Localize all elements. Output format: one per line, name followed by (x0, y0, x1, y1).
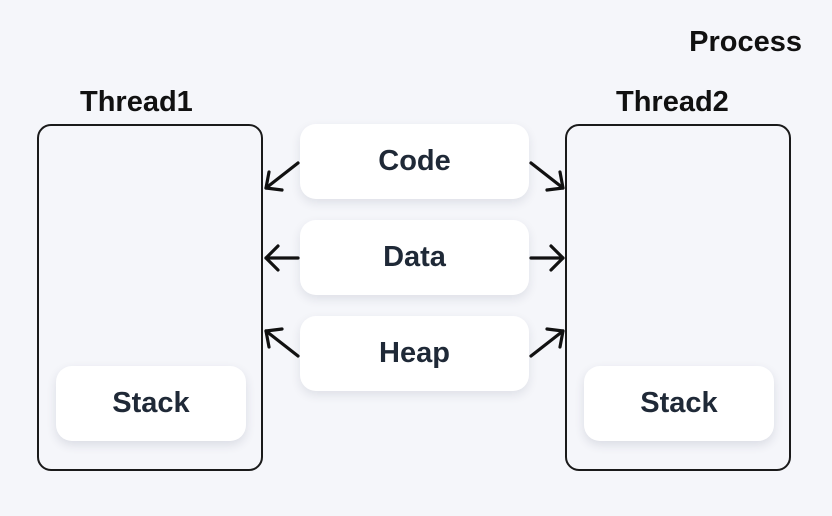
thread1-box (37, 124, 263, 471)
data-segment: Data (300, 220, 529, 295)
arrow-data-to-thread2 (529, 244, 565, 272)
thread2-title: Thread2 (616, 86, 729, 118)
heap-segment: Heap (300, 316, 529, 391)
arrow-code-to-thread2 (529, 161, 565, 192)
arrow-code-to-thread1 (264, 161, 300, 192)
arrow-data-to-thread1 (264, 244, 300, 272)
code-segment: Code (300, 124, 529, 199)
arrow-heap-to-thread2 (529, 327, 565, 358)
thread2-stack: Stack (584, 366, 774, 441)
thread1-title: Thread1 (80, 86, 193, 118)
arrow-heap-to-thread1 (264, 327, 300, 358)
thread2-box (565, 124, 791, 471)
process-label: Process (689, 26, 802, 58)
thread1-stack: Stack (56, 366, 246, 441)
